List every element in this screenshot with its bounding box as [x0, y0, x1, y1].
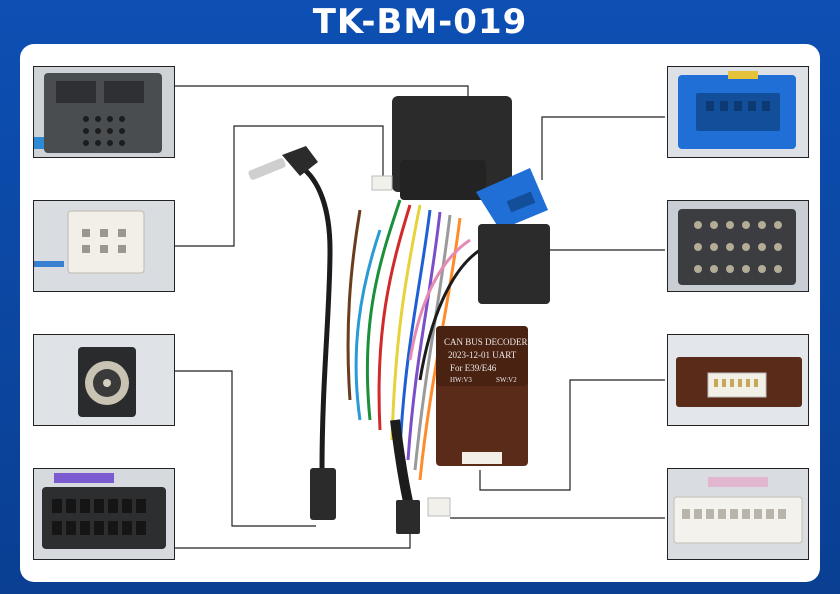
- decoder-sw: SW:V2: [496, 376, 517, 384]
- quadlock-connector: [392, 96, 512, 200]
- white-port-photo: [667, 468, 809, 560]
- white-port-plug: [427, 497, 451, 517]
- blue-connector: [476, 168, 548, 230]
- decoder-port-photo: [667, 334, 809, 426]
- blue-connector-photo: [667, 66, 809, 158]
- head-unit-plug: [396, 500, 420, 534]
- can-bus-decoder: [436, 326, 528, 466]
- antenna-jack-photo: [33, 334, 175, 426]
- decoder-hw: HW:V3: [450, 376, 472, 384]
- white-plug: [371, 175, 393, 191]
- antenna-cable: [248, 146, 336, 520]
- white-plug-photo: [33, 200, 175, 292]
- quadlock-connector-photo: [33, 66, 175, 158]
- decoder-title: CAN BUS DECODER: [444, 337, 528, 347]
- product-title: TK-BM-019: [312, 2, 528, 42]
- round-pin-connector-photo: [667, 200, 809, 292]
- head-unit-plug-photo: [33, 468, 175, 560]
- decoder-date: 2023-12-01 UART: [448, 350, 517, 360]
- leader-lines: [175, 85, 665, 549]
- round-pin-connector: [478, 224, 550, 304]
- decoder-model: For E39/E46: [450, 363, 497, 373]
